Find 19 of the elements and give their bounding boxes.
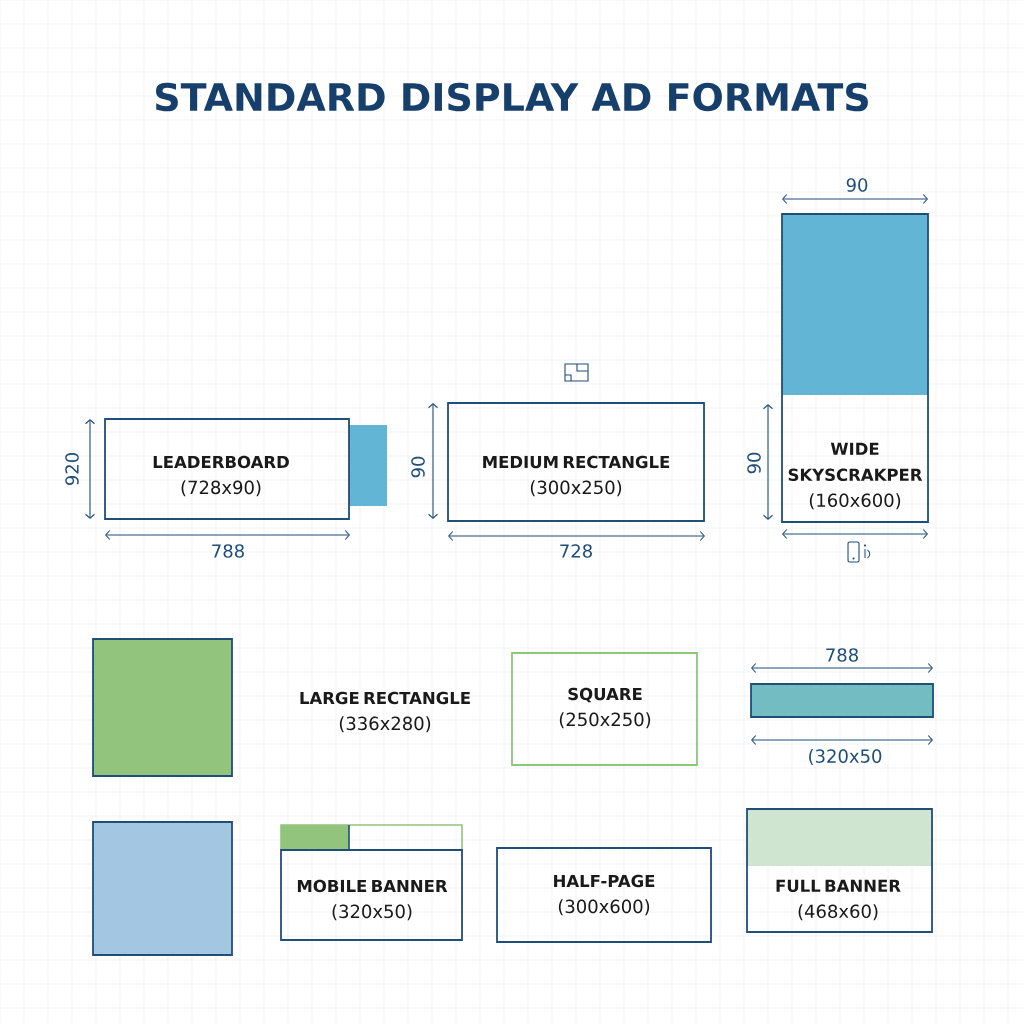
dimension-label: 788 [826, 648, 858, 662]
dimension-label: 728 [560, 544, 592, 558]
ad-box: SQUARE (250x250) [511, 652, 698, 766]
dimension-label: 90 [411, 456, 425, 478]
ad-box: MEDIUM RECTANGLE (300x250) [447, 402, 705, 522]
dimension-label: 90 [747, 452, 761, 474]
format-label: LARGE RECTANGLE (336x280) [300, 691, 470, 733]
ad-box: LEADERBOARD (728x90) [104, 418, 387, 520]
ad-box: FULL BANNER (468x60) [746, 808, 933, 933]
dimension-label: 90 [846, 178, 868, 192]
title: STANDARD DISPLAY AD FORMATS [156, 82, 868, 112]
color-block [92, 821, 233, 956]
dimension-label: 920 [65, 453, 79, 486]
color-bar [750, 683, 934, 718]
dimension-label: 788 [212, 544, 244, 558]
dimension-label: (320x50 [809, 749, 882, 765]
ad-box: MOBILE BANNER (320x50) [280, 824, 463, 941]
ad-box: WIDE SKYSCRAKPER (160x600) [781, 213, 929, 523]
ad-box: HALF-PAGE (300x600) [496, 847, 712, 943]
